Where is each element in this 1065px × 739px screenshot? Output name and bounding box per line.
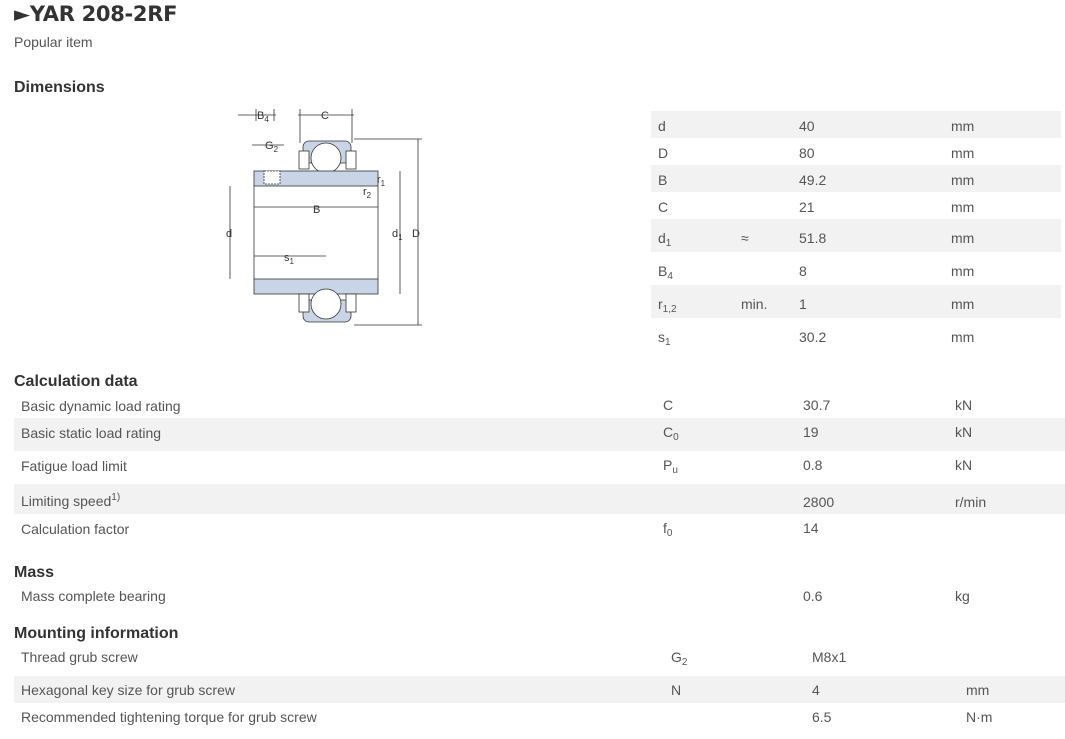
dimension-unit: mm (951, 329, 975, 345)
calc-label: Basic dynamic load rating (21, 398, 181, 414)
calc-symbol: C0 (663, 424, 679, 443)
dimension-approx: min. (741, 296, 768, 312)
dimension-row-d1: d1 ≈ 51.8 mm (651, 219, 1061, 252)
calc-row: Basic static load rating C0 19 kN (14, 418, 1065, 451)
calc-label: Limiting speed1) (21, 492, 121, 509)
calc-value: 14 (803, 520, 819, 536)
mounting-table: Thread grub screw G2 M8x1 Hexagonal key … (14, 643, 1065, 730)
calc-row: Calculation factor f0 14 (14, 514, 1065, 541)
calc-row: Basic dynamic load rating C 30.7 kN (14, 391, 1065, 418)
mounting-value: 4 (812, 682, 820, 698)
mass-table: Mass complete bearing 0.6 kg (14, 582, 1065, 609)
dimension-symbol: d1 (658, 230, 672, 249)
dimension-value: 49.2 (799, 172, 827, 188)
dimension-unit: mm (951, 172, 975, 188)
dimension-row-s1: s1 30.2 mm (651, 318, 1061, 351)
calc-label: Calculation factor (21, 521, 130, 537)
mounting-row: Thread grub screw G2 M8x1 (14, 643, 1065, 676)
calc-symbol: Pu (663, 457, 678, 476)
dimension-unit: mm (951, 145, 975, 161)
bearing-drawing: B4 C G2 r1 r2 B d d1 D s1 (226, 109, 422, 326)
calc-label: Fatigue load limit (21, 458, 127, 474)
calc-label: Basic static load rating (21, 425, 162, 441)
dimension-symbol: B4 (658, 263, 673, 282)
dimension-unit: mm (951, 296, 975, 312)
mass-row: Mass complete bearing 0.6 kg (14, 582, 1065, 609)
mass-unit: kg (955, 588, 970, 604)
mounting-symbol: N (671, 682, 682, 698)
dimension-symbol: D (658, 145, 669, 161)
diagram-label-r2: r2 (363, 186, 372, 200)
calc-symbol: f0 (663, 520, 673, 539)
diagram-label-d: d (226, 228, 232, 240)
calc-value: 0.8 (803, 457, 823, 473)
mounting-value: M8x1 (812, 649, 847, 665)
calc-row: Fatigue load limit Pu 0.8 kN (14, 451, 1065, 484)
dimension-symbol: r1,2 (658, 296, 677, 315)
dimension-value: 21 (799, 199, 815, 215)
mounting-symbol: G2 (671, 649, 688, 668)
dimension-value: 80 (799, 145, 815, 161)
section-mounting: Mounting information (14, 625, 179, 642)
calc-unit: kN (955, 424, 973, 440)
calc-value: 19 (803, 424, 819, 440)
dimension-symbol: C (658, 199, 669, 215)
calculation-table: Basic dynamic load rating C 30.7 kN Basi… (14, 391, 1065, 541)
diagram-label-r1: r1 (377, 174, 386, 188)
mounting-value: 6.5 (812, 709, 832, 725)
diagram-label-s1: s1 (284, 252, 295, 266)
calc-symbol: C (663, 397, 674, 413)
diagram-label-b: B (313, 204, 320, 216)
dimension-row-b: B 49.2 mm (651, 165, 1061, 192)
dimension-value: 8 (799, 263, 807, 279)
dimension-row-r12: r1,2 min. 1 mm (651, 285, 1061, 318)
calc-value: 2800 (803, 494, 835, 510)
mounting-label: Hexagonal key size for grub screw (21, 682, 235, 698)
product-title: ►YAR 208-2RF (14, 2, 178, 26)
dimension-unit: mm (951, 263, 975, 279)
dimension-symbol: d (658, 118, 666, 134)
mounting-row: Recommended tightening torque for grub s… (14, 703, 1065, 730)
dimension-value: 40 (799, 118, 815, 134)
section-calculation: Calculation data (14, 373, 138, 390)
mounting-row: Hexagonal key size for grub screw N 4 mm (14, 676, 1065, 703)
dimension-unit: mm (951, 199, 975, 215)
diagram-label-big-d: D (412, 228, 420, 240)
calc-unit: r/min (955, 494, 987, 510)
diagram-label-d1: d1 (392, 228, 403, 242)
diagram-label-g2: G2 (265, 140, 279, 154)
dimension-symbol: B (658, 172, 668, 188)
diagram-label-c: C (321, 110, 329, 122)
section-dimensions: Dimensions (14, 79, 105, 96)
dimension-value: 51.8 (799, 230, 827, 246)
dimension-symbol: s1 (658, 329, 671, 348)
dimensions-table: d 40 mm D 80 mm B 49.2 mm C 21 mm d1 ≈ 5… (651, 111, 1061, 351)
dimension-row-b4: B4 8 mm (651, 252, 1061, 285)
section-mass: Mass (14, 564, 55, 581)
mounting-unit: mm (966, 682, 990, 698)
calc-unit: kN (955, 397, 973, 413)
calc-unit: kN (955, 457, 973, 473)
dimension-row-big-d: D 80 mm (651, 138, 1061, 165)
dimension-row-c: C 21 mm (651, 192, 1061, 219)
dimension-approx: ≈ (741, 230, 749, 246)
dimension-value: 30.2 (799, 329, 827, 345)
dimension-value: 1 (799, 296, 807, 312)
mounting-label: Recommended tightening torque for grub s… (21, 709, 317, 725)
calc-value: 30.7 (803, 397, 831, 413)
diagram-label-b4: B4 (257, 110, 269, 124)
product-subtitle: Popular item (14, 34, 93, 50)
mass-value: 0.6 (803, 588, 823, 604)
mounting-label: Thread grub screw (21, 649, 138, 665)
dimension-unit: mm (951, 118, 975, 134)
dimension-row-d: d 40 mm (651, 111, 1061, 138)
mass-label: Mass complete bearing (21, 588, 166, 604)
mounting-unit: N·m (966, 709, 993, 725)
dimension-unit: mm (951, 230, 975, 246)
calc-row: Limiting speed1) 2800 r/min (14, 484, 1065, 514)
